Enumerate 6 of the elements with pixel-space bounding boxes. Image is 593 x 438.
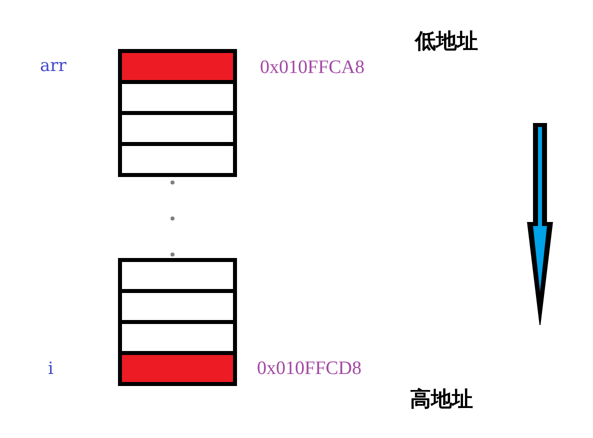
memory-address: 0x010FFCA8 bbox=[260, 57, 365, 79]
direction-label: 低地址 bbox=[415, 28, 478, 55]
variable-name: arr bbox=[40, 56, 66, 76]
variable-name: i bbox=[48, 359, 54, 379]
memory-address: 0x010FFCD8 bbox=[257, 358, 362, 380]
direction-label: 高地址 bbox=[410, 386, 473, 413]
